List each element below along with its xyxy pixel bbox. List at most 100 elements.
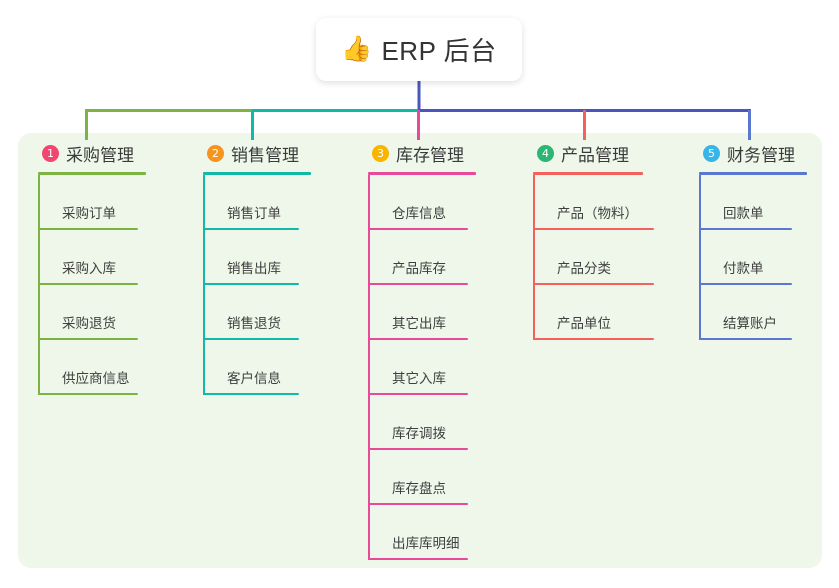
leaf-list-5: 回款单付款单结算账户 [699,175,807,340]
leaf-underline [699,338,792,340]
branch-badge-4: 4 [537,144,554,162]
leaf-item[interactable]: 产品（物料） [533,175,654,230]
leaf-underline [203,228,299,230]
root-node[interactable]: 👍 ERP 后台 [316,18,522,81]
leaf-item[interactable]: 销售出库 [203,230,311,285]
leaf-label: 其它出库 [392,316,446,331]
branch-column-4: 4 产品管理产品（物料） 产品分类产品单位 [533,140,654,340]
leaf-list-3: 仓库信息产品库存其它出库其它入库库存调拨库存盘点出库库明细 [368,175,476,560]
leaf-underline [38,338,138,340]
leaf-list-2: 销售订单销售出库销售退货客户信息 [203,175,311,395]
leaf-label: 仓库信息 [392,206,446,221]
page-title: ERP 后台 [381,36,497,66]
leaf-spine-2 [203,175,205,395]
leaf-item[interactable]: 采购退货 [38,285,146,340]
leaf-label: 其它入库 [392,371,446,386]
leaf-item[interactable]: 回款单 [699,175,807,230]
leaf-item[interactable]: 采购订单 [38,175,146,230]
branch-column-5: 5 财务管理回款单付款单结算账户 [699,140,807,340]
branch-underline-1 [38,172,146,175]
leaf-item[interactable]: 出库库明细 [368,505,476,560]
branch-badge-3: 3 [372,144,389,162]
leaf-underline [368,393,468,395]
leaf-item[interactable]: 产品分类 [533,230,654,285]
branch-header-2[interactable]: 2 销售管理 [203,140,311,166]
leaf-underline [38,228,138,230]
branch-badge-2: 2 [207,144,224,162]
leaf-label: 销售出库 [227,261,281,276]
branch-column-2: 2 销售管理销售订单销售出库销售退货客户信息 [203,140,311,395]
leaf-label: 产品单位 [557,316,611,331]
leaf-item[interactable]: 采购入库 [38,230,146,285]
leaf-label: 销售退货 [227,316,281,331]
branch-title-2: 销售管理 [231,145,299,165]
leaf-label: 库存调拨 [392,426,446,441]
leaf-underline [368,338,468,340]
leaf-underline [533,338,654,340]
branch-header-4[interactable]: 4 产品管理 [533,140,643,166]
leaf-underline [203,393,299,395]
leaf-spine-4 [533,175,535,340]
leaf-label: 采购入库 [62,261,116,276]
branch-underline-5 [699,172,807,175]
leaf-underline [368,503,468,505]
leaf-underline [38,283,138,285]
leaf-underline [699,228,792,230]
branch-title-1: 采购管理 [66,145,134,165]
leaf-label: 产品分类 [557,261,611,276]
leaf-underline [368,448,468,450]
leaf-label: 回款单 [723,206,764,221]
leaf-item[interactable]: 仓库信息 [368,175,476,230]
thumbs-up-icon: 👍 [341,35,373,63]
leaf-list-1: 采购订单采购入库采购退货供应商信息 [38,175,146,395]
leaf-underline [533,283,654,285]
leaf-label: 产品库存 [392,261,446,276]
leaf-underline [38,393,138,395]
leaf-label: 库存盘点 [392,481,446,496]
leaf-item[interactable]: 客户信息 [203,340,311,395]
leaf-label: 供应商信息 [62,371,130,386]
leaf-item[interactable]: 供应商信息 [38,340,146,395]
leaf-spine-3 [368,175,370,560]
leaf-item[interactable]: 销售退货 [203,285,311,340]
leaf-underline [203,338,299,340]
branch-header-5[interactable]: 5 财务管理 [699,140,807,166]
branches-panel [18,133,822,568]
leaf-spine-1 [38,175,40,395]
branch-title-4: 产品管理 [561,145,629,165]
branch-badge-5: 5 [703,144,720,162]
branch-title-5: 财务管理 [727,145,795,165]
branch-underline-3 [368,172,476,175]
leaf-label: 采购订单 [62,206,116,221]
leaf-item[interactable]: 产品库存 [368,230,476,285]
branch-column-3: 3 库存管理仓库信息产品库存其它出库其它入库库存调拨库存盘点出库库明细 [368,140,476,560]
leaf-item[interactable]: 销售订单 [203,175,311,230]
leaf-underline [368,228,468,230]
leaf-label: 销售订单 [227,206,281,221]
leaf-label: 结算账户 [723,316,777,331]
leaf-label: 付款单 [723,261,764,276]
leaf-item[interactable]: 付款单 [699,230,807,285]
leaf-underline [699,283,792,285]
leaf-item[interactable]: 其它入库 [368,340,476,395]
leaf-item[interactable]: 库存调拨 [368,395,476,450]
leaf-list-4: 产品（物料） 产品分类产品单位 [533,175,654,340]
branch-header-3[interactable]: 3 库存管理 [368,140,476,166]
leaf-spine-5 [699,175,701,340]
leaf-item[interactable]: 结算账户 [699,285,807,340]
leaf-underline [533,228,654,230]
branch-title-3: 库存管理 [396,145,464,165]
leaf-underline [368,558,468,560]
leaf-underline [368,283,468,285]
leaf-item[interactable]: 其它出库 [368,285,476,340]
branch-underline-4 [533,172,643,175]
leaf-item[interactable]: 产品单位 [533,285,654,340]
leaf-item[interactable]: 库存盘点 [368,450,476,505]
branch-underline-2 [203,172,311,175]
leaf-label: 客户信息 [227,371,281,386]
leaf-label: 采购退货 [62,316,116,331]
leaf-label: 出库库明细 [392,536,460,551]
